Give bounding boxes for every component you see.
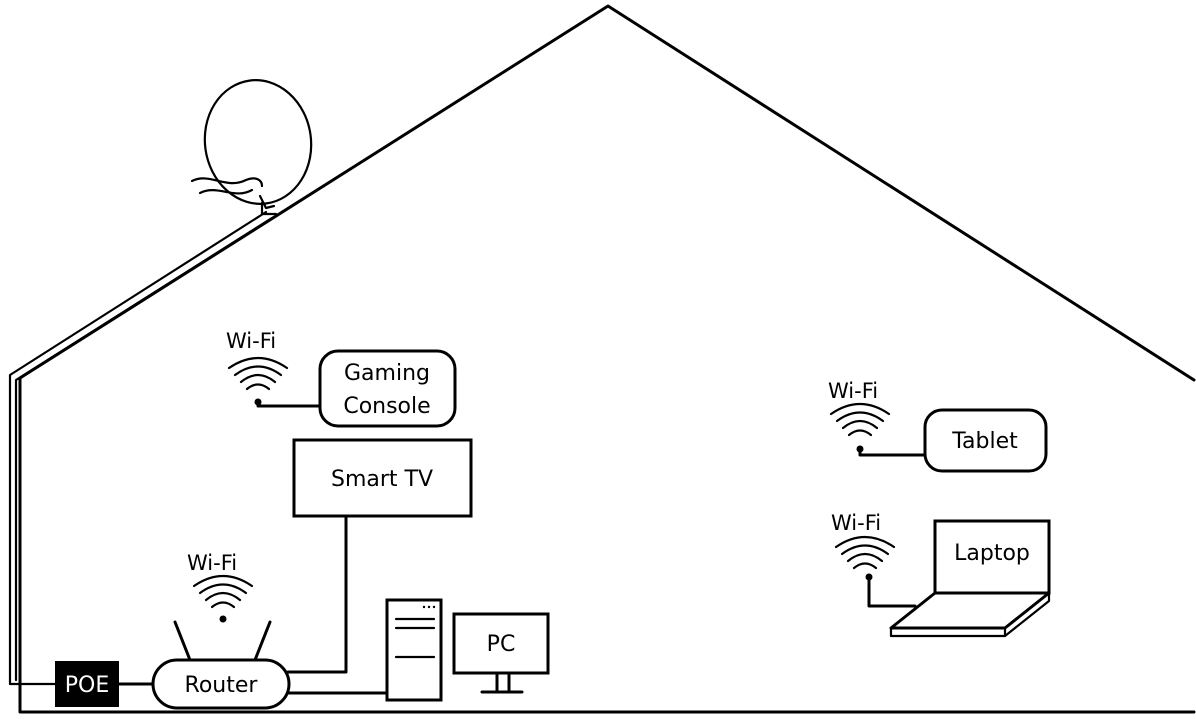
gaming-wifi-label: Wi-Fi (226, 329, 276, 353)
satellite-dish-icon (190, 79, 313, 216)
gaming-console-label-1: Gaming (344, 361, 430, 386)
tv-router-link (286, 514, 348, 674)
wifi-icon (227, 357, 289, 406)
wifi-icon (834, 536, 896, 581)
laptop-label: Laptop (954, 541, 1030, 566)
dish-cable-inner (14, 216, 274, 682)
dish-cable (8, 210, 268, 686)
pc-label: PC (487, 632, 516, 657)
gaming-console-box (318, 349, 457, 428)
wifi-icon (192, 575, 254, 623)
gaming-console-label-2: Console (343, 394, 430, 419)
tablet-link (858, 447, 927, 457)
smart-tv-label: Smart TV (331, 467, 433, 492)
router-label: Router (185, 673, 259, 698)
tablet-label: Tablet (951, 429, 1018, 454)
router-antennas (173, 620, 272, 662)
laptop-icon (889, 519, 1051, 638)
router-wifi-label: Wi-Fi (187, 551, 237, 575)
tablet-wifi-label: Wi-Fi (828, 379, 878, 403)
poe-box (55, 661, 119, 707)
pc-tower-icon (385, 598, 443, 702)
pc-monitor-icon (452, 612, 550, 694)
laptop-link (867, 575, 917, 608)
gaming-console-link (256, 400, 322, 408)
tablet-box (923, 408, 1048, 473)
house-outline (18, 4, 1196, 714)
poe-label: POE (65, 673, 109, 698)
smart-tv-box (292, 438, 473, 518)
wifi-icon (829, 403, 891, 453)
laptop-wifi-label: Wi-Fi (831, 511, 881, 535)
